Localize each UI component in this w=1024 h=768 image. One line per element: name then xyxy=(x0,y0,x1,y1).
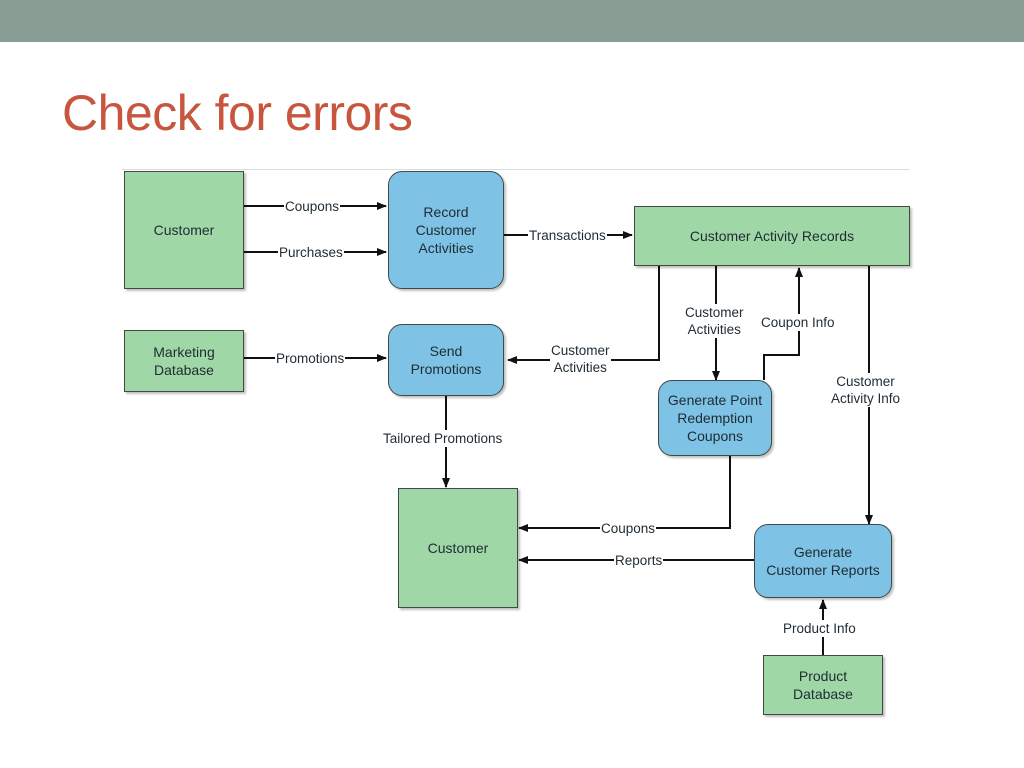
flow-label-coupon-info: Coupon Info xyxy=(760,314,836,331)
flow-label-customer-activities-send: Customer Activities xyxy=(550,342,611,376)
diagram-frame-line xyxy=(122,169,910,170)
flow-label-customer-activity-info: Customer Activity Info xyxy=(830,373,902,407)
flow-label-product-info: Product Info xyxy=(782,620,857,637)
generate-coupons-process: Generate Point Redemption Coupons xyxy=(658,380,772,456)
customer-source-entity: Customer xyxy=(124,171,244,289)
flow-label-reports: Reports xyxy=(614,552,664,569)
slide-title: Check for errors xyxy=(62,85,413,141)
coupon-info-arrow xyxy=(763,267,803,380)
customer-activity-records-store: Customer Activity Records xyxy=(634,206,910,266)
product-database-entity: Product Database xyxy=(763,655,883,715)
flow-label-tailored-promotions: Tailored Promotions xyxy=(382,430,504,447)
flow-label-transactions: Transactions xyxy=(528,227,607,244)
customer-destination-entity: Customer xyxy=(398,488,518,608)
flow-label-promotions: Promotions xyxy=(275,350,346,367)
record-customer-activities-process: Record Customer Activities xyxy=(388,171,504,289)
data-flow-diagram: Customer Record Customer Activities Cust… xyxy=(122,160,910,720)
send-promotions-process: Send Promotions xyxy=(388,324,504,396)
flow-label-purchases: Purchases xyxy=(278,244,344,261)
marketing-database-entity: Marketing Database xyxy=(124,330,244,392)
slide-top-bar xyxy=(0,0,1024,42)
flow-label-coupons-in: Coupons xyxy=(284,198,341,215)
generate-customer-reports-process: Generate Customer Reports xyxy=(754,524,892,598)
flow-label-coupons-out: Coupons xyxy=(600,520,657,537)
flow-label-customer-activities-generate: Customer Activities xyxy=(684,304,745,338)
coupons-out-arrow xyxy=(518,456,731,532)
